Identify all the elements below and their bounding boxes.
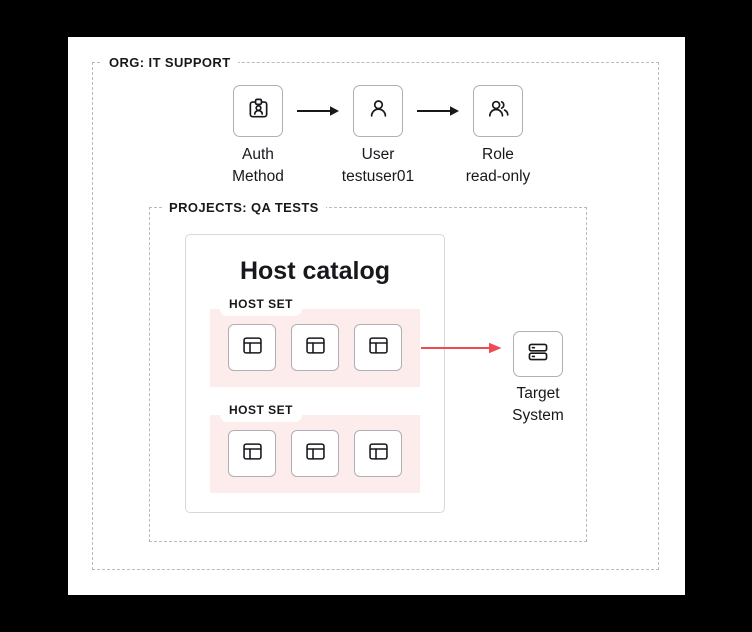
users-icon: [485, 95, 512, 127]
org-group-label: ORG: IT SUPPORT: [102, 54, 238, 71]
server-stack-icon: [525, 339, 551, 370]
arrow-right-icon: [416, 104, 460, 122]
id-badge-icon: [245, 95, 272, 127]
host-node: [291, 324, 339, 371]
arrow-right-icon: [296, 104, 340, 122]
host-set-2-label: HOST SET: [220, 401, 303, 422]
projects-group-label: PROJECTS: QA TESTS: [162, 199, 326, 216]
host-node: [354, 430, 402, 477]
host-grid-icon: [240, 333, 265, 363]
user-node: [353, 85, 403, 137]
target-system-label: Target System: [512, 385, 564, 424]
host-grid-icon: [303, 439, 328, 469]
host-grid-icon: [366, 333, 391, 363]
host-set-2: HOST SET: [210, 401, 420, 493]
target-system-node: [513, 331, 563, 377]
host-grid-icon: [366, 439, 391, 469]
auth-method-node: [233, 85, 283, 137]
user-label: User testuser01: [341, 146, 415, 185]
host-node: [228, 324, 276, 371]
diagram-canvas: ORG: IT SUPPORT PROJECTS: QA TESTS: [68, 37, 685, 595]
role-node: [473, 85, 523, 137]
auth-method-label: Auth Method: [232, 146, 284, 185]
user-icon: [365, 95, 392, 127]
host-node: [291, 430, 339, 477]
org-group-box: ORG: IT SUPPORT: [92, 54, 659, 570]
host-catalog-card: Host catalog HOST SET: [185, 234, 445, 513]
red-arrow-right-icon: [421, 341, 503, 360]
host-grid-icon: [240, 439, 265, 469]
projects-group-box: PROJECTS: QA TESTS: [149, 199, 587, 542]
host-node: [354, 324, 402, 371]
host-set-1: HOST SET: [210, 295, 420, 387]
role-label: Role read-only: [465, 146, 531, 185]
host-set-1-label: HOST SET: [220, 295, 303, 316]
host-node: [228, 430, 276, 477]
host-grid-icon: [303, 333, 328, 363]
host-catalog-title: Host catalog: [239, 257, 391, 285]
